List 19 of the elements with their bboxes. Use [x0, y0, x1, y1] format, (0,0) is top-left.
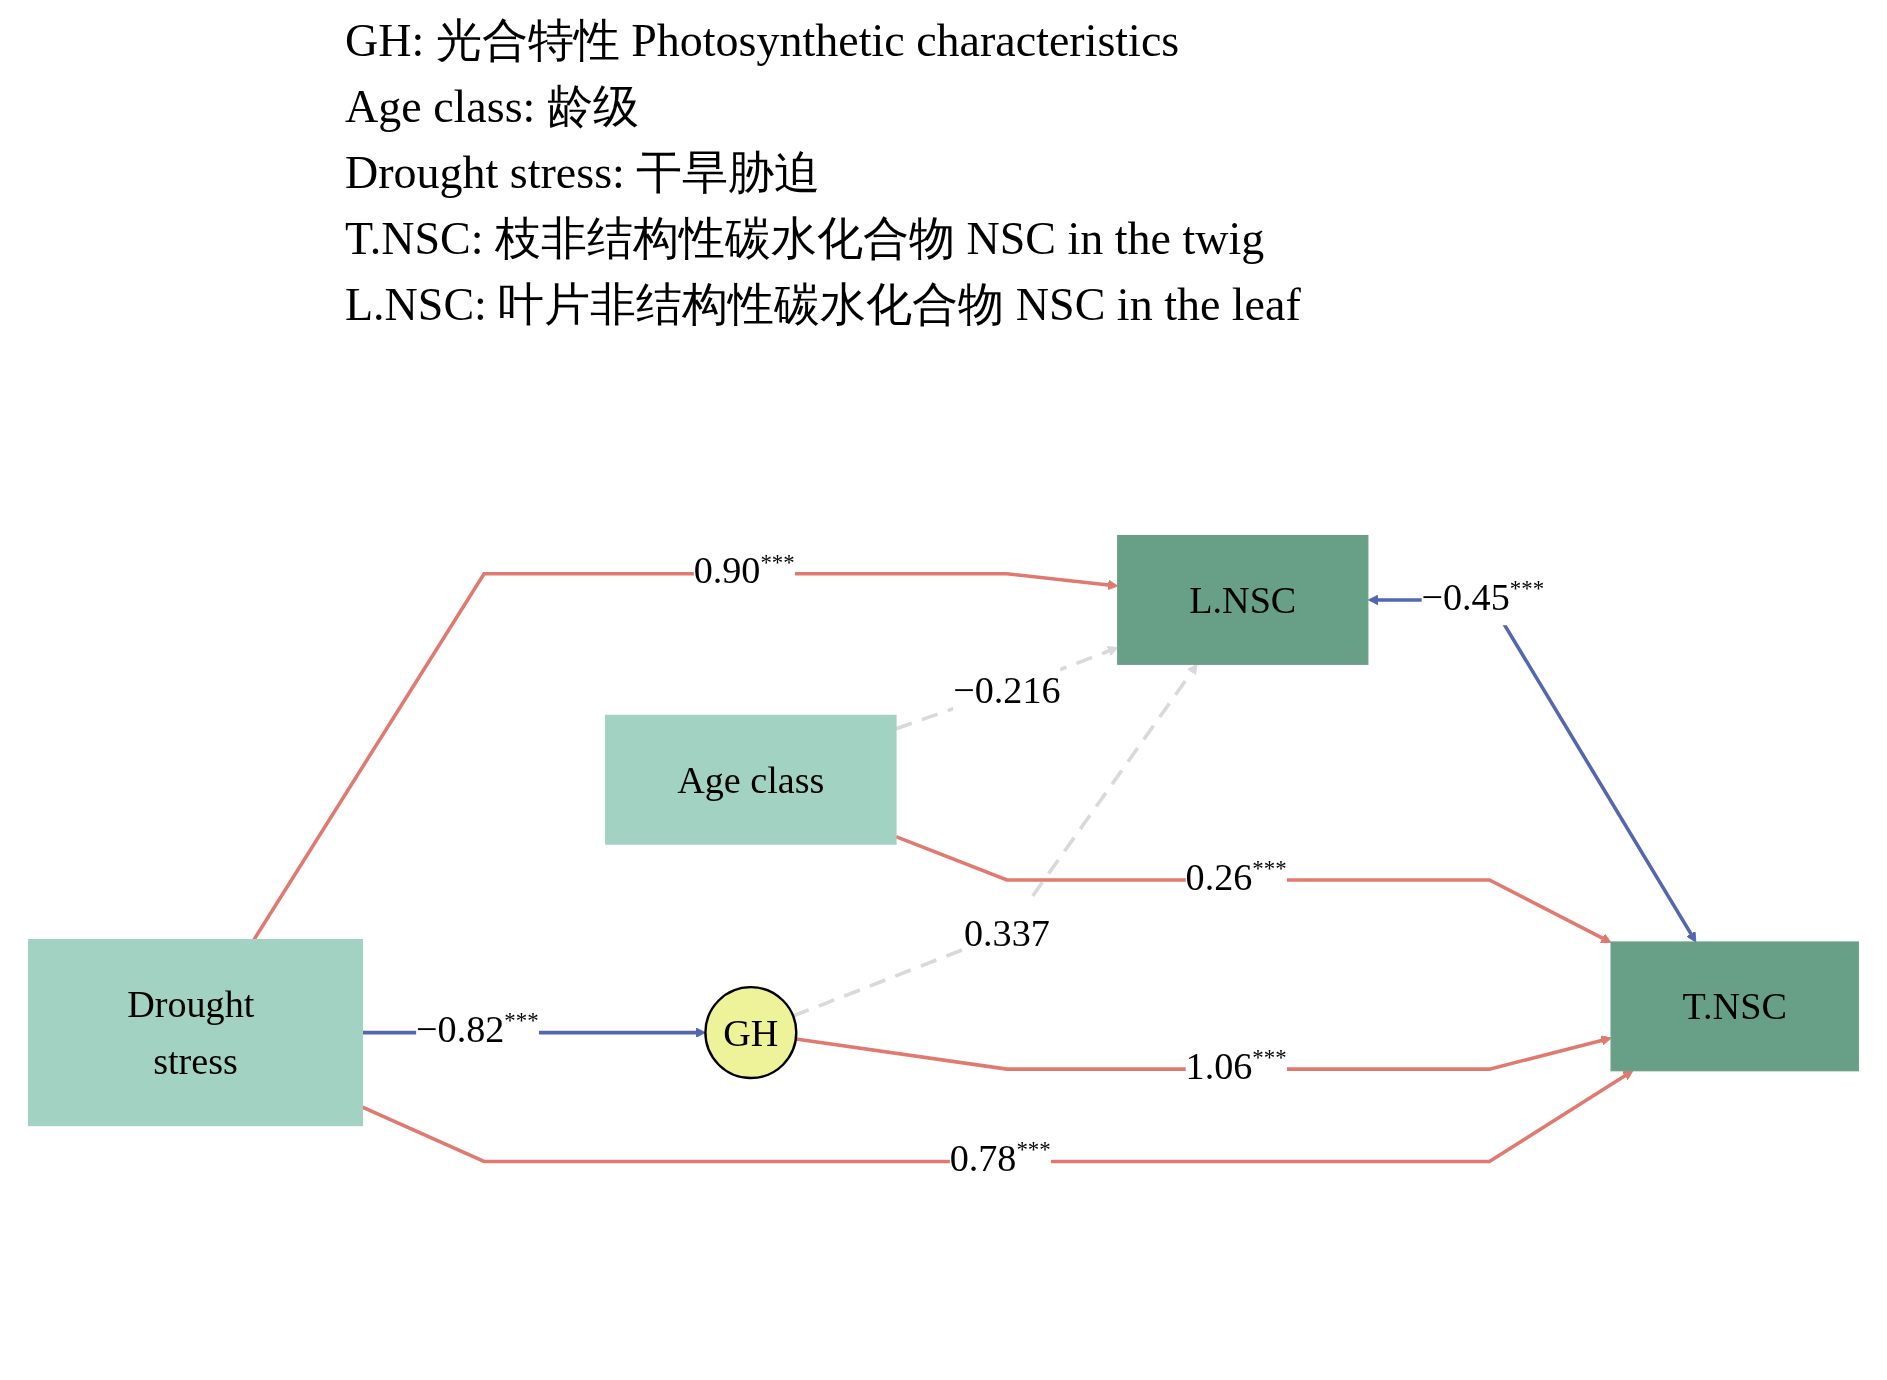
edge-label: 1.06$^{***}$: [1185, 1043, 1287, 1087]
edge-label: 0.78$^{***}$: [949, 1136, 1051, 1180]
variable-box: L.NSC: [1117, 534, 1369, 665]
abbreviation-note: T.NSC: 枝非结构性碳水化合物 NSC in the twig: [345, 212, 1265, 266]
edge-label: 0.337: [963, 910, 1050, 954]
edge-label: −0.82$^{***}$: [416, 1007, 539, 1051]
edge-label: 0.26$^{***}$: [1185, 854, 1287, 898]
variable-circle: GH: [704, 985, 798, 1079]
variable-box: Drought stress: [28, 938, 364, 1126]
arrow: [792, 663, 1198, 1018]
edge-label: 0.90$^{***}$: [693, 548, 795, 592]
abbreviation-note: Age class: 龄级: [345, 80, 639, 134]
abbreviation-note: Drought stress: 干旱胁迫: [345, 146, 821, 200]
abbreviation-note: GH: 光合特性 Photosynthetic characteristics: [345, 14, 1180, 68]
edge-label: −0.216: [953, 667, 1061, 711]
variable-box: T.NSC: [1610, 940, 1859, 1071]
variable-box: Age class: [605, 714, 897, 845]
edge-label: −0.45$^{***}$: [1421, 574, 1545, 618]
abbreviation-note: L.NSC: 叶片非结构性碳水化合物 NSC in the leaf: [345, 278, 1301, 332]
